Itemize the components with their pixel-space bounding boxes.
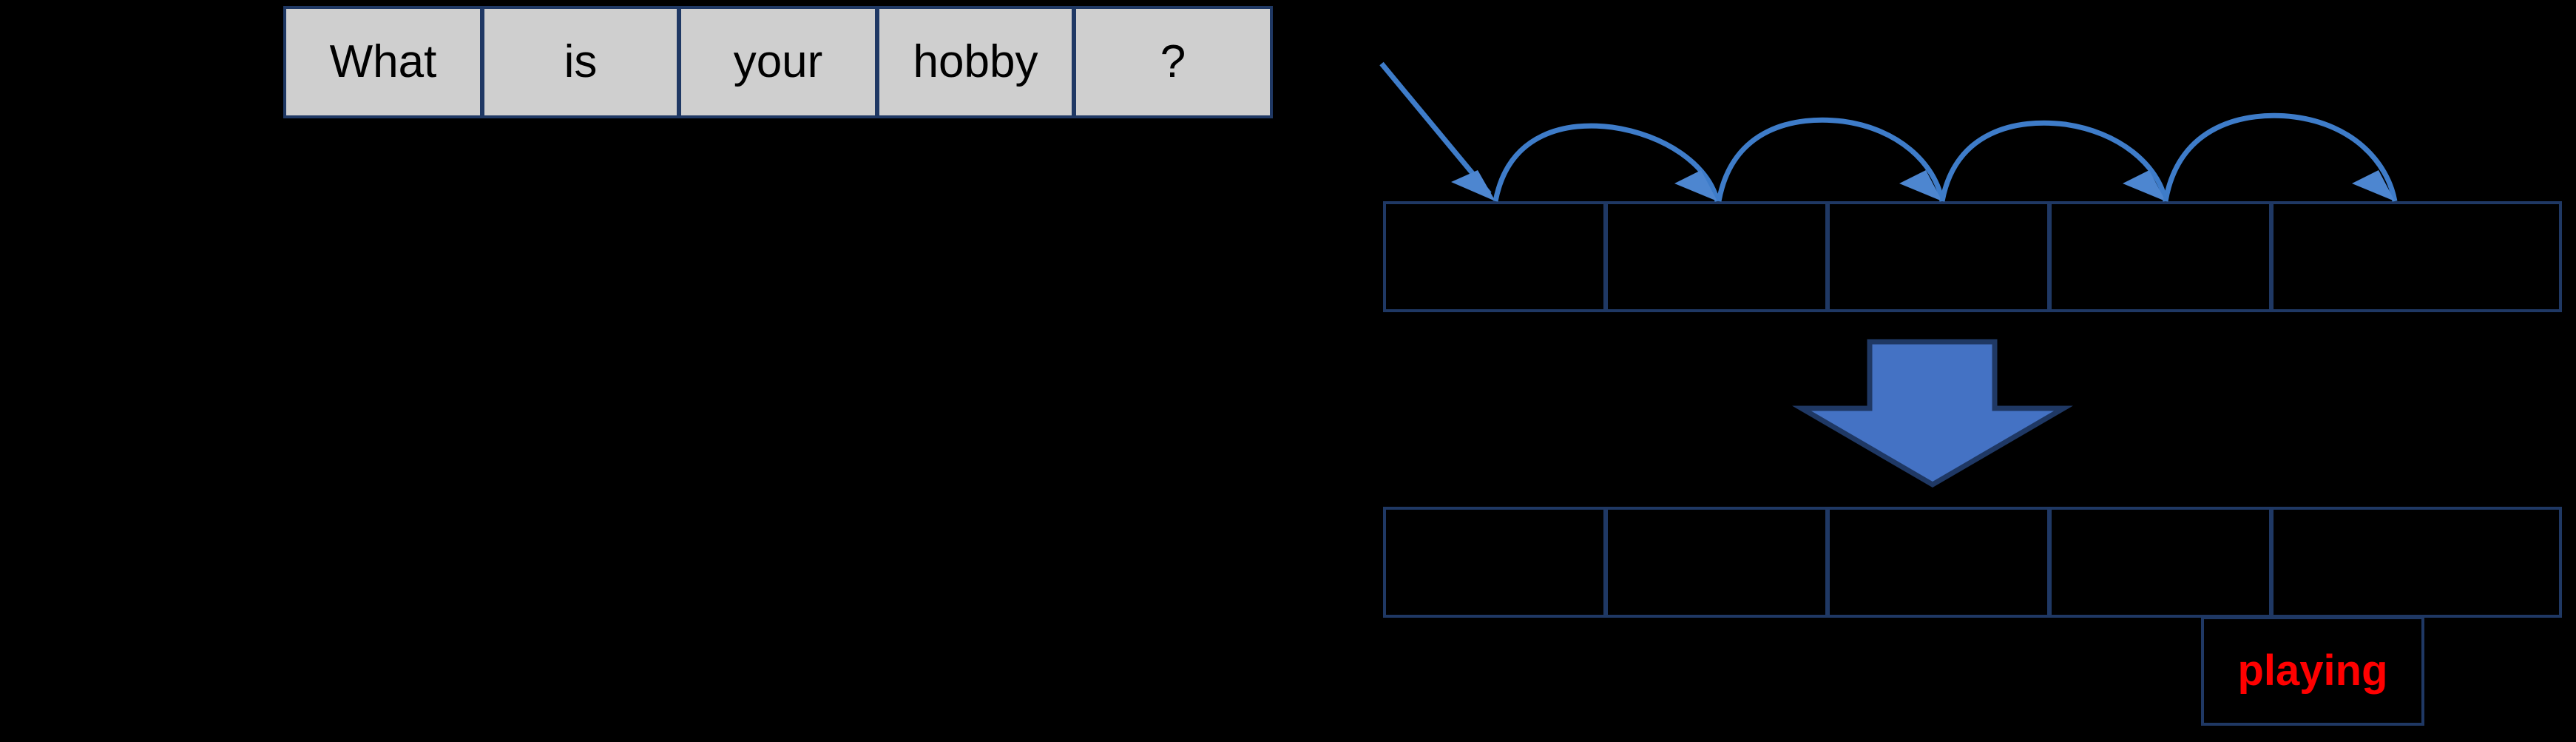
encoder-state-cell-4[interactable] xyxy=(2271,201,2562,312)
encoder-state-cell-2[interactable] xyxy=(1827,201,2050,312)
encoder-state-row xyxy=(1383,201,2562,312)
recurrent-step-arrows xyxy=(1492,112,2398,202)
encoder-state-cell-0[interactable] xyxy=(1383,201,1606,312)
input-token-label-1: is xyxy=(564,36,598,87)
input-token-row: What is your hobby ? xyxy=(283,6,1273,118)
decoder-state-cell-0[interactable] xyxy=(1383,507,1606,618)
input-token-label-2: your xyxy=(733,36,823,87)
input-token-label-4: ? xyxy=(1160,36,1186,87)
input-token-cell-3[interactable]: hobby xyxy=(876,6,1075,118)
decoder-state-cell-2[interactable] xyxy=(1827,507,2050,618)
recurrent-arc-2 xyxy=(1716,117,1945,202)
output-token-label: playing xyxy=(2237,647,2388,695)
input-token-cell-2[interactable]: your xyxy=(678,6,878,118)
downward-block-arrow xyxy=(1792,339,2073,488)
input-token-cell-0[interactable]: What xyxy=(283,6,483,118)
encoder-state-cell-3[interactable] xyxy=(2049,201,2272,312)
recurrent-arc-3 xyxy=(1939,120,2168,202)
decoder-state-cell-3[interactable] xyxy=(2049,507,2272,618)
recurrent-arc-1 xyxy=(1492,123,1720,202)
input-token-cell-4[interactable]: ? xyxy=(1073,6,1273,118)
decoder-state-row: playing xyxy=(1383,507,2562,726)
decoder-state-cell-1[interactable] xyxy=(1605,507,1828,618)
input-to-encoder-arrow xyxy=(1379,61,1495,201)
encoder-state-cell-1[interactable] xyxy=(1605,201,1828,312)
input-token-label-3: hobby xyxy=(913,36,1038,87)
input-token-label-0: What xyxy=(329,36,437,87)
recurrent-arc-4 xyxy=(2163,112,2398,202)
input-token-cell-1[interactable]: is xyxy=(481,6,680,118)
output-token-cell[interactable]: playing xyxy=(2201,616,2424,726)
decoder-state-cell-4[interactable] xyxy=(2271,507,2562,618)
